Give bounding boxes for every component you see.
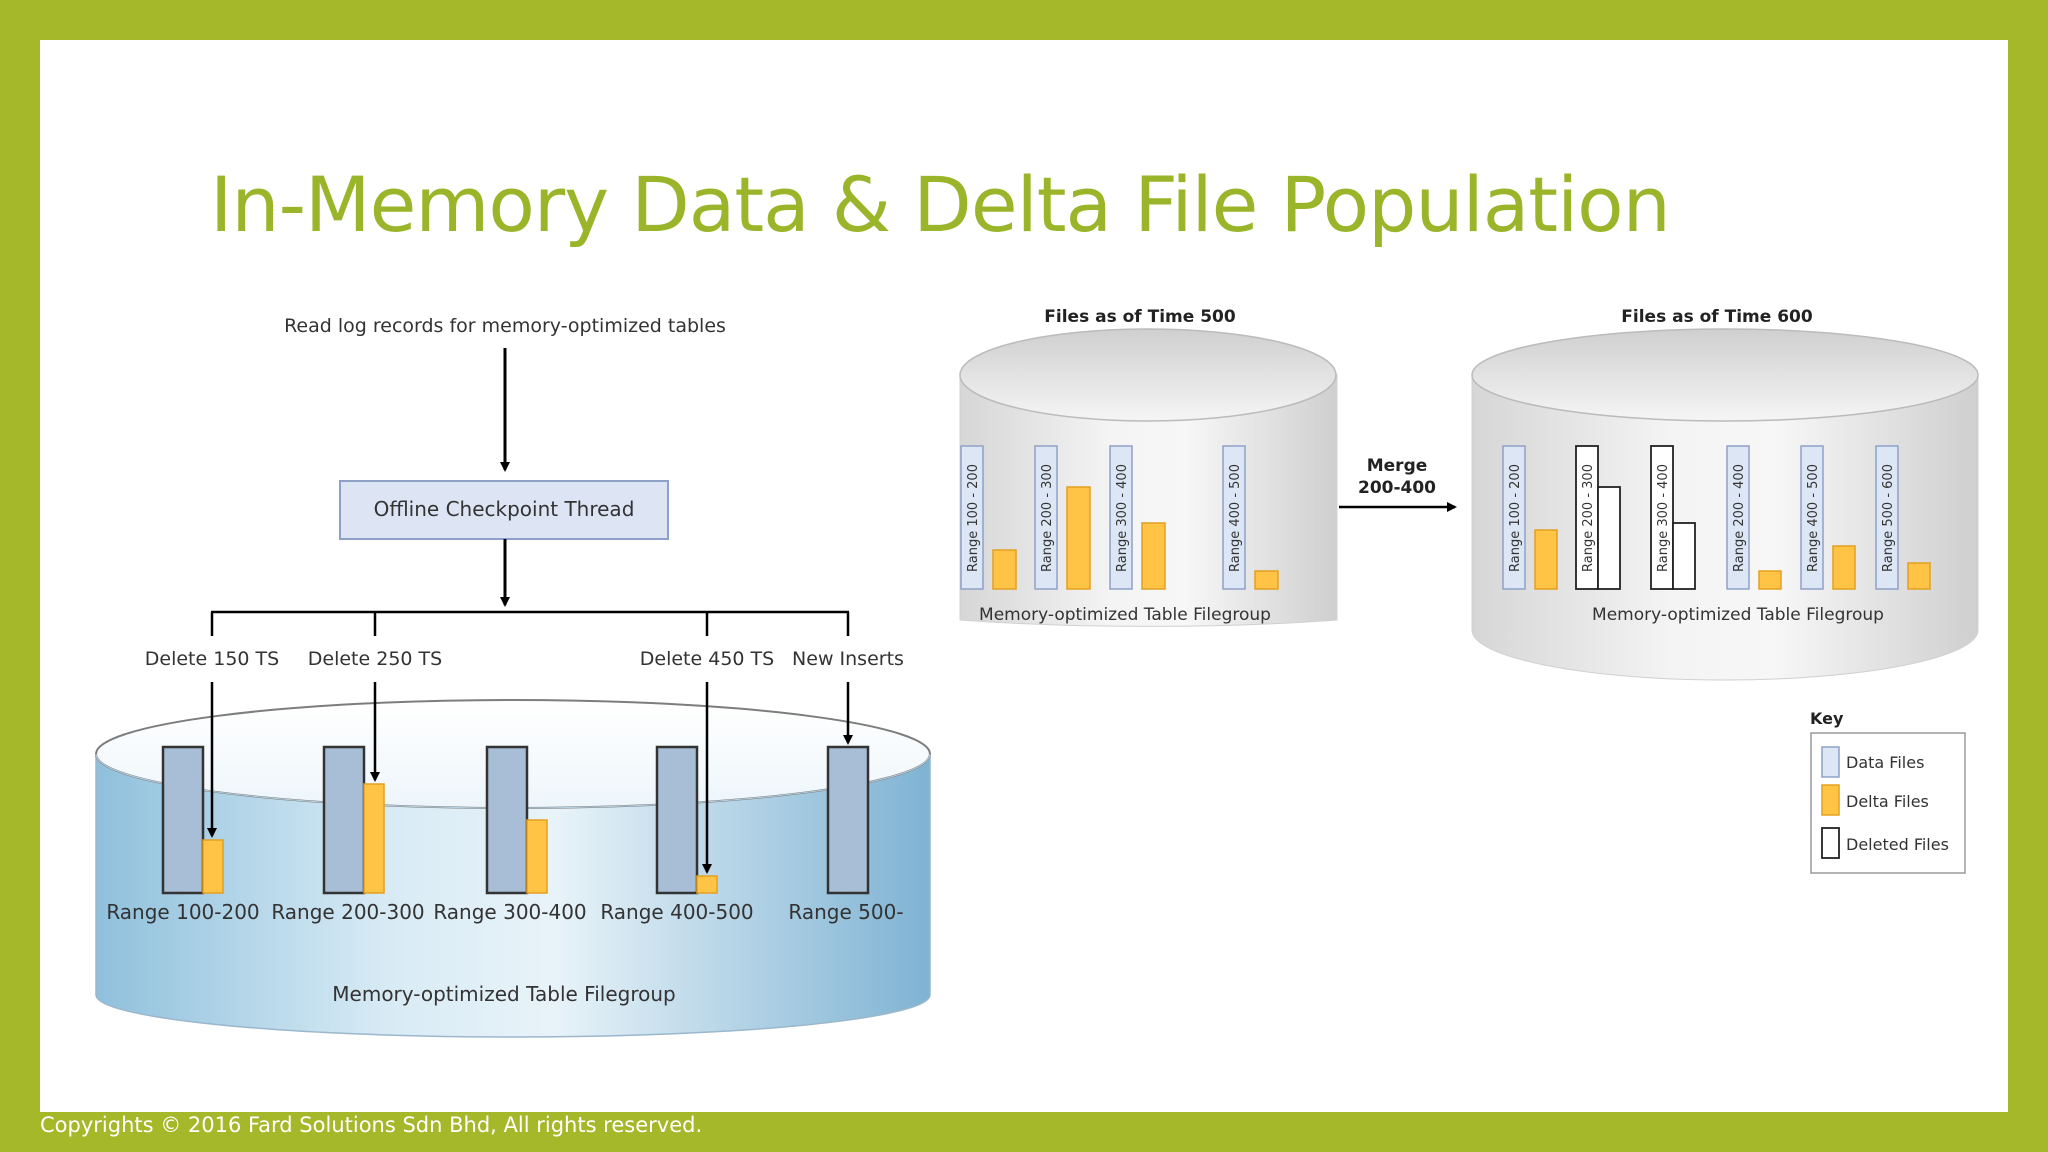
file-range-label: Range 200 - 300 xyxy=(1581,464,1596,572)
data-file xyxy=(1222,445,1246,590)
data-file xyxy=(161,745,205,895)
gray-filegroup-cylinder-time600 xyxy=(1471,328,1979,681)
delta-file xyxy=(1832,545,1856,590)
file-pair-range-500 xyxy=(826,745,870,895)
branch-label-new-inserts: New Inserts xyxy=(792,648,904,670)
data-file xyxy=(1502,445,1526,590)
file-range-label: Range 100 - 200 xyxy=(966,464,981,572)
delta-file xyxy=(1907,562,1931,590)
delta-file xyxy=(992,549,1017,590)
time500-file-pair-1: Range 100 - 200 xyxy=(960,445,1017,590)
key-title: Key xyxy=(1810,709,1844,728)
time500-title: Files as of Time 500 xyxy=(1044,307,1236,327)
branch-label-delete-450: Delete 450 TS xyxy=(640,648,774,670)
data-file xyxy=(1800,445,1824,590)
data-file xyxy=(485,745,529,895)
file-range-label: Range 400 - 500 xyxy=(1806,464,1821,572)
time500-file-pair-4: Range 400 - 500 xyxy=(1222,445,1279,590)
merge-label: Merge xyxy=(1367,456,1428,476)
time600-file-pair-1: Range 100 - 200 xyxy=(1502,445,1558,590)
key-deleted-files-label: Deleted Files xyxy=(1846,835,1949,854)
key-deleted-file-swatch xyxy=(1821,827,1840,859)
file-pair-range-200-300 xyxy=(322,745,385,895)
file-pair-range-300-400 xyxy=(485,745,548,895)
file-range-label: Range 500 - 600 xyxy=(1881,464,1896,572)
range-label: Range 500- xyxy=(788,900,903,924)
offline-checkpoint-thread-label: Offline Checkpoint Thread xyxy=(374,497,635,521)
time600-file-pair-2-deleted: Range 200 - 300 xyxy=(1575,445,1621,590)
file-range-label: Range 300 - 400 xyxy=(1115,464,1130,572)
delta-file xyxy=(1254,570,1279,590)
time600-title: Files as of Time 600 xyxy=(1621,307,1813,327)
delta-file xyxy=(696,875,718,894)
file-pair-range-100-200 xyxy=(161,745,224,895)
delta-file xyxy=(202,839,224,894)
time600-file-pair-4: Range 200 - 400 xyxy=(1726,445,1782,590)
slide-title: In-Memory Data & Delta File Population xyxy=(210,160,1671,249)
delta-file xyxy=(363,783,385,894)
delta-file xyxy=(1758,570,1782,590)
delta-file xyxy=(1066,486,1091,590)
copyright-footer: Copyrights © 2016 Fard Solutions Sdn Bhd… xyxy=(40,1113,703,1137)
data-file xyxy=(1875,445,1899,590)
file-range-label: Range 100 - 200 xyxy=(1508,464,1523,572)
data-file xyxy=(1109,445,1133,590)
file-pair-range-400-500 xyxy=(655,745,718,895)
file-range-label: Range 200 - 300 xyxy=(1040,464,1055,572)
branch-label-delete-150: Delete 150 TS xyxy=(145,648,279,670)
key-data-file-swatch xyxy=(1821,746,1840,778)
key-delta-file-swatch xyxy=(1821,784,1840,816)
time500-filegroup-label: Memory-optimized Table Filegroup xyxy=(979,605,1271,625)
deleted-delta-file xyxy=(1672,522,1696,590)
file-range-label: Range 400 - 500 xyxy=(1228,464,1243,572)
data-file xyxy=(322,745,366,895)
merge-range-label: 200-400 xyxy=(1358,478,1436,498)
branch-label-delete-250: Delete 250 TS xyxy=(308,648,442,670)
data-file xyxy=(826,745,870,895)
data-file xyxy=(655,745,699,895)
time600-file-pair-5: Range 400 - 500 xyxy=(1800,445,1856,590)
deleted-delta-file xyxy=(1597,486,1621,590)
read-log-header: Read log records for memory-optimized ta… xyxy=(284,315,726,337)
file-range-label: Range 200 - 400 xyxy=(1732,464,1747,572)
range-label: Range 100-200 xyxy=(106,900,259,924)
time600-filegroup-label: Memory-optimized Table Filegroup xyxy=(1592,605,1884,625)
range-label: Range 200-300 xyxy=(271,900,424,924)
time500-file-pair-3: Range 300 - 400 xyxy=(1109,445,1166,590)
data-file xyxy=(1726,445,1750,590)
deleted-data-file xyxy=(1650,445,1674,590)
filegroup-label: Memory-optimized Table Filegroup xyxy=(332,982,675,1006)
delta-file xyxy=(1534,529,1558,590)
key-data-files-label: Data Files xyxy=(1846,753,1924,772)
range-label: Range 400-500 xyxy=(600,900,753,924)
key-delta-files-label: Delta Files xyxy=(1846,792,1929,811)
time600-file-pair-6: Range 500 - 600 xyxy=(1875,445,1931,590)
data-file xyxy=(960,445,984,590)
file-range-label: Range 300 - 400 xyxy=(1656,464,1671,572)
range-label: Range 300-400 xyxy=(433,900,586,924)
delta-file xyxy=(1141,522,1166,590)
delta-file xyxy=(526,819,548,894)
time500-file-pair-2: Range 200 - 300 xyxy=(1034,445,1091,590)
data-file xyxy=(1034,445,1058,590)
time600-file-pair-3-deleted: Range 300 - 400 xyxy=(1650,445,1696,590)
